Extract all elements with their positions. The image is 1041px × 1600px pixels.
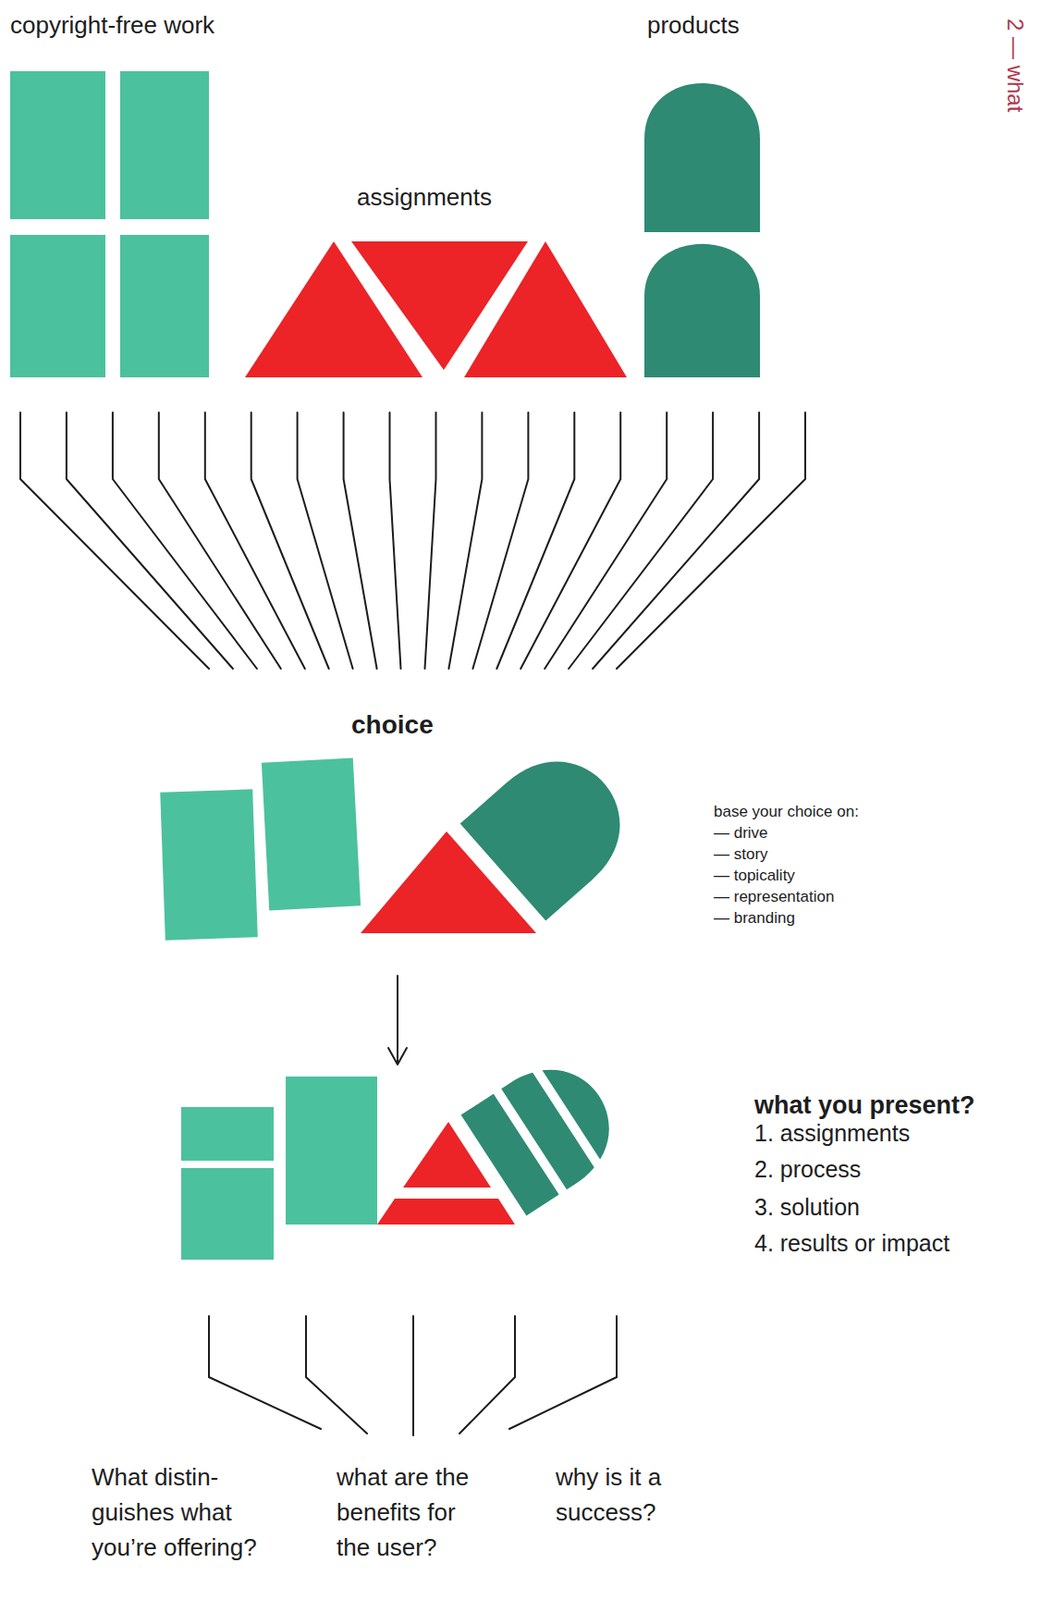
teal-block [159, 788, 258, 940]
teal-block [261, 757, 361, 910]
shape-group: choice [155, 688, 637, 967]
label-holder: What distin- guishes what you’re offerin… [91, 1458, 291, 1565]
label-holder: — branding [713, 908, 796, 928]
fan-line [509, 1315, 617, 1429]
group-heading: choice [351, 709, 434, 741]
shape-group: copyright-free work [7, 9, 221, 407]
red-triangle [464, 241, 627, 378]
question: What distin- guishes what you’re offerin… [91, 1458, 291, 1565]
teal-block [10, 234, 106, 378]
present-list-item: 1. assignments [754, 1118, 910, 1147]
fan-connector [20, 412, 306, 669]
green-dome-piece [461, 1074, 573, 1216]
label-holder: 1. assignments [754, 1118, 910, 1147]
group-heading: copyright-free work [10, 11, 215, 40]
label-holder: 3. solution [754, 1192, 860, 1221]
teal-block [181, 1106, 274, 1161]
teal-block [120, 234, 209, 378]
teal-block [181, 1167, 274, 1260]
label-holder: why is it a success? [555, 1458, 695, 1530]
green-dome-piece [526, 1045, 633, 1185]
label-holder: 2 — what [1028, 18, 1041, 46]
fan-lines [208, 1315, 617, 1435]
criteria-item: — drive [713, 823, 769, 843]
label-holder: — representation [713, 887, 834, 907]
label-holder: what are the benefits for the user? [336, 1458, 490, 1565]
fan-line [412, 1315, 415, 1435]
shape-group: products [637, 9, 777, 407]
note-heading: base your choice on: [713, 802, 859, 821]
shape-group: assignments [242, 181, 631, 407]
label-holder: — drive [713, 823, 769, 843]
label-holder: base your choice on: [713, 802, 859, 821]
fan-line [208, 1315, 321, 1429]
group-heading: products [647, 11, 740, 40]
criteria-item: — topicality [713, 866, 796, 885]
teal-block [120, 71, 209, 220]
green-dome [460, 734, 648, 920]
fan-line [306, 1315, 368, 1433]
label-holder: 2. process [754, 1154, 861, 1183]
question: why is it a success? [555, 1458, 695, 1530]
criteria-item: — branding [713, 908, 796, 928]
label-holder: — story [713, 845, 769, 864]
group-heading: what you present? [754, 1089, 976, 1120]
question: what are the benefits for the user? [336, 1458, 490, 1565]
label-holder: — topicality [713, 866, 796, 885]
green-dome [644, 244, 760, 378]
fan-connector [251, 412, 622, 669]
present-list-item: 4. results or impact [754, 1228, 950, 1257]
green-dome [644, 83, 760, 233]
fan-connector [544, 412, 806, 669]
group-heading: assignments [356, 183, 492, 212]
teal-block [285, 1076, 378, 1225]
present-list-item: 2. process [754, 1154, 861, 1183]
present-list-item: 3. solution [754, 1192, 860, 1221]
criteria-item: — story [713, 845, 769, 864]
section-tab: 2 — what [1001, 18, 1029, 112]
fan-line [459, 1315, 515, 1433]
green-dome-piece [489, 1050, 610, 1210]
red-triangle-piece [377, 1198, 515, 1225]
arrow-connector [388, 975, 407, 1065]
label-holder: 4. results or impact [754, 1228, 950, 1257]
teal-block [10, 71, 106, 220]
criteria-item: — representation [713, 887, 834, 907]
